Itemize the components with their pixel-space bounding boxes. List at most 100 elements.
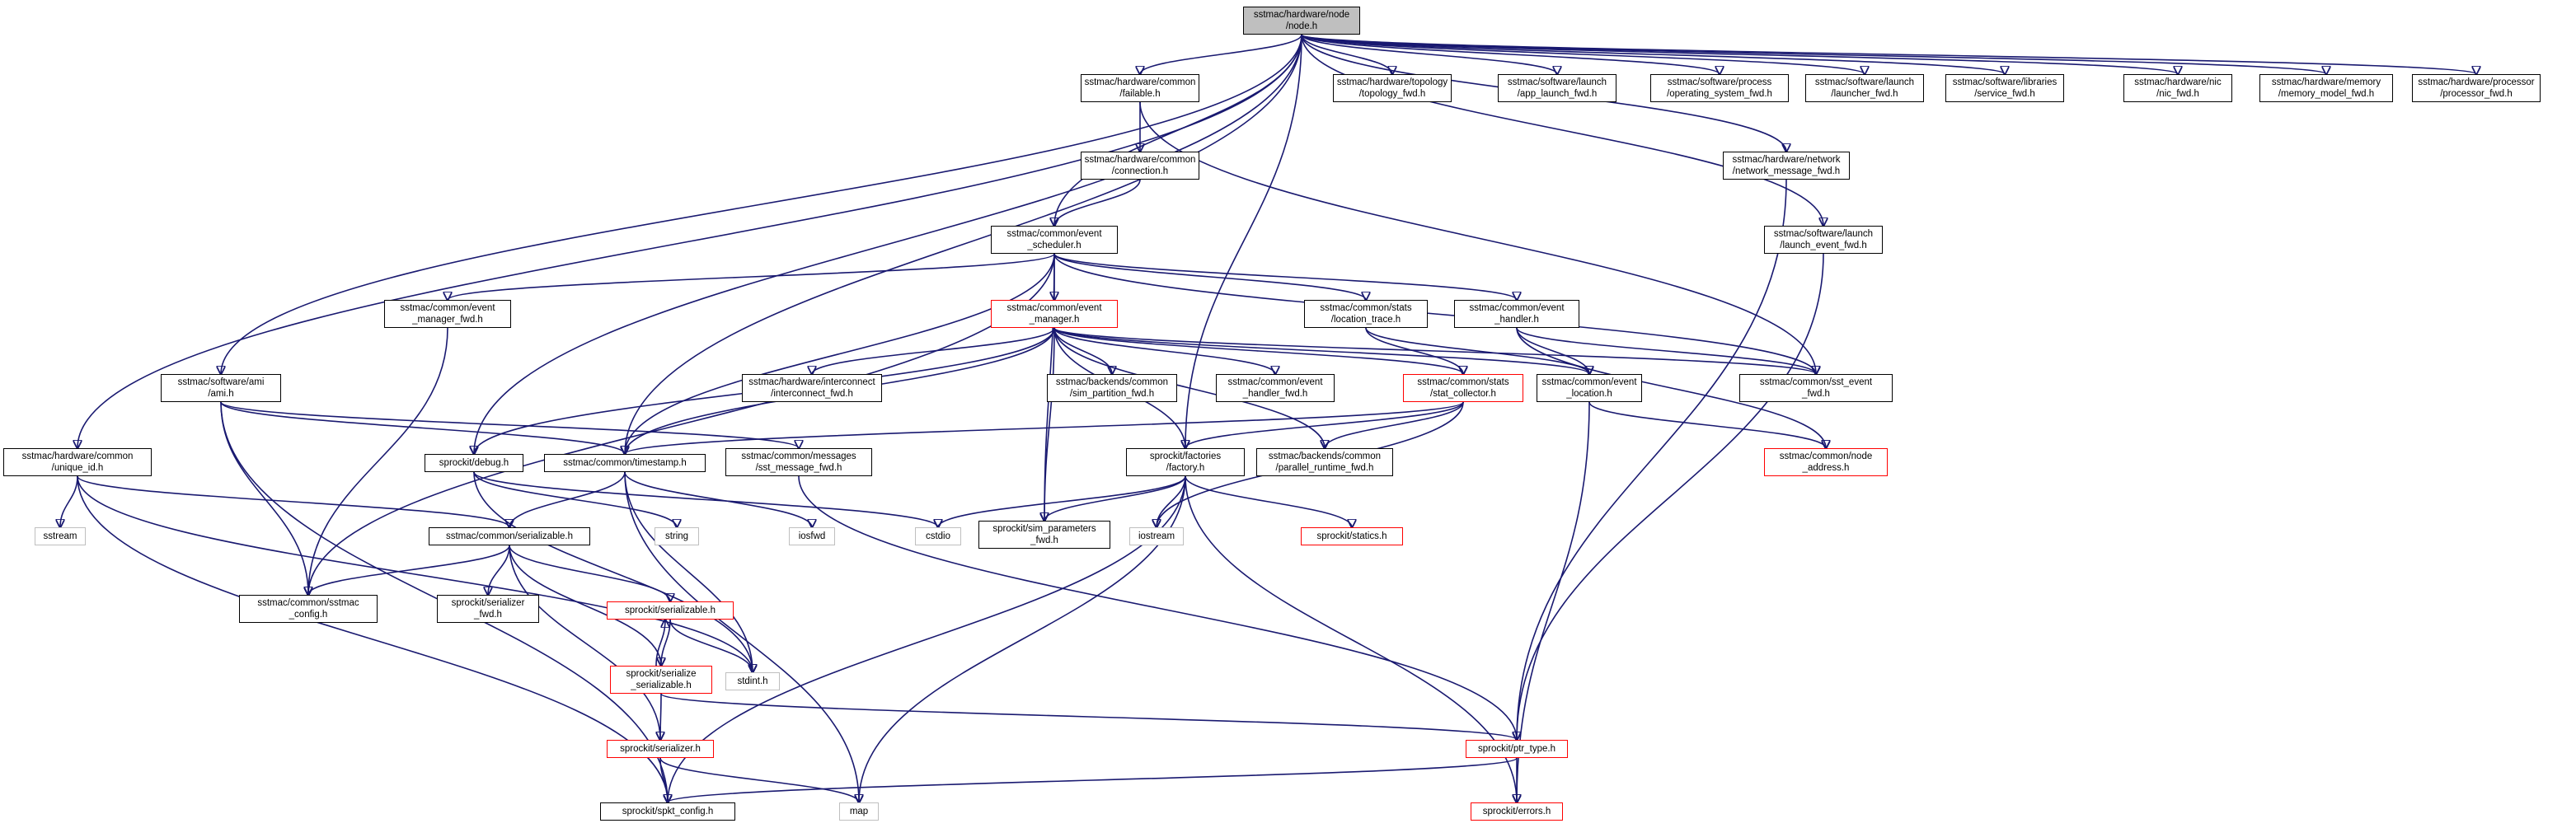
node-iosfwd[interactable]: iosfwd [789, 527, 835, 545]
node-timestamp-h[interactable]: sstmac/common/timestamp.h [544, 454, 706, 472]
edge-event-scheduler-h-to-event-manager-fwd-h [448, 253, 1055, 300]
node-unique-id-h[interactable]: sstmac/hardware/common/unique_id.h [3, 448, 152, 476]
edge-event-manager-h-to-sim-parameters-fwd-h [1044, 327, 1055, 521]
node-location-trace-h-line2: /location_trace.h [1330, 315, 1401, 325]
node-nic-fwd-h[interactable]: sstmac/hardware/nic/nic_fwd.h [2123, 74, 2232, 102]
node-event-scheduler-h[interactable]: sstmac/common/event_scheduler.h [991, 226, 1118, 254]
node-processor-fwd-h-line1: sstmac/hardware/processor [2418, 77, 2535, 87]
node-cstdio[interactable]: cstdio [915, 527, 961, 545]
node-network-message-fwd-h[interactable]: sstmac/hardware/network/network_message_… [1723, 152, 1850, 180]
edge-location-trace-h-to-event-location-h [1365, 327, 1589, 374]
node-launcher-fwd-h[interactable]: sstmac/software/launch/launcher_fwd.h [1805, 74, 1924, 102]
node-string[interactable]: string [655, 527, 699, 545]
node-topology-fwd-h[interactable]: sstmac/hardware/topology/topology_fwd.h [1333, 74, 1452, 102]
node-sstream[interactable]: sstream [35, 527, 86, 545]
node-sst-message-fwd-h[interactable]: sstmac/common/messages/sst_message_fwd.h [725, 448, 872, 476]
edge-serializable-h-to-sp-serializable-h [509, 545, 670, 601]
node-spkt-config-h[interactable]: sprockit/spkt_config.h [600, 802, 735, 821]
node-node-h-line2: /node.h [1285, 21, 1318, 31]
node-operating-system-fwd-h[interactable]: sstmac/software/process/operating_system… [1650, 74, 1789, 102]
node-timestamp-h-line1: sstmac/common/timestamp.h [563, 458, 687, 468]
node-memory-model-fwd-h-line2: /memory_model_fwd.h [2278, 89, 2375, 99]
node-sst-message-fwd-h-line1: sstmac/common/messages [741, 451, 856, 461]
node-ptr-type-h[interactable]: sprockit/ptr_type.h [1466, 740, 1568, 758]
node-map[interactable]: map [839, 802, 879, 821]
edge-serializable-h-to-serializer-fwd-h [488, 545, 510, 595]
edge-timestamp-h-to-serializable-h [509, 471, 626, 527]
node-stdint-h-line1: stdint.h [737, 676, 768, 686]
node-serializable-h[interactable]: sstmac/common/serializable.h [429, 527, 590, 545]
node-stat-collector-h[interactable]: sstmac/common/stats/stat_collector.h [1403, 374, 1523, 402]
edge-debug-h-to-string [473, 471, 677, 527]
node-event-handler-h[interactable]: sstmac/common/event_handler.h [1454, 300, 1579, 328]
edge-node-h-to-failable-h [1140, 34, 1302, 74]
node-failable-h[interactable]: sstmac/hardware/common/failable.h [1081, 74, 1199, 102]
node-event-manager-fwd-h-line2: _manager_fwd.h [412, 315, 483, 325]
node-launch-event-fwd-h-line1: sstmac/software/launch [1773, 229, 1874, 239]
edge-event-handler-h-to-node-address-h [1516, 327, 1826, 448]
node-sim-partition-fwd-h-line1: sstmac/backends/common [1055, 377, 1169, 387]
node-sim-partition-fwd-h[interactable]: sstmac/backends/common/sim_partition_fwd… [1047, 374, 1177, 402]
node-debug-h[interactable]: sprockit/debug.h [425, 454, 523, 472]
edge-event-location-h-to-node-address-h [1588, 401, 1826, 448]
node-stdint-h[interactable]: stdint.h [725, 672, 780, 690]
node-stat-collector-h-line1: sstmac/common/stats [1417, 377, 1509, 387]
node-network-message-fwd-h-line1: sstmac/hardware/network [1732, 155, 1841, 165]
node-unique-id-h-line1: sstmac/hardware/common [21, 451, 134, 461]
node-statics-h[interactable]: sprockit/statics.h [1301, 527, 1403, 545]
node-serializer-fwd-h[interactable]: sprockit/serializer_fwd.h [437, 595, 539, 623]
node-interconnect-fwd-h-line1: sstmac/hardware/interconnect [748, 377, 875, 387]
node-factory-h[interactable]: sprockit/factories/factory.h [1126, 448, 1245, 476]
edge-event-manager-h-to-interconnect-fwd-h [812, 327, 1055, 374]
edge-event-handler-h-to-sst-event-fwd-h [1516, 327, 1816, 374]
node-topology-fwd-h-line2: /topology_fwd.h [1358, 89, 1426, 99]
edge-factory-h-to-statics-h [1185, 475, 1352, 527]
node-location-trace-h[interactable]: sstmac/common/stats/location_trace.h [1304, 300, 1428, 328]
node-event-manager-h[interactable]: sstmac/common/event_manager.h [991, 300, 1118, 328]
edge-serializable-h-to-serialize-serializable-h [509, 545, 661, 666]
node-node-address-h[interactable]: sstmac/common/node_address.h [1764, 448, 1888, 476]
node-serialize-serializable-h[interactable]: sprockit/serialize_serializable.h [610, 666, 712, 694]
node-sstream-line1: sstream [43, 531, 77, 541]
node-sim-parameters-fwd-h[interactable]: sprockit/sim_parameters_fwd.h [978, 521, 1110, 549]
edge-serializable-h-to-serializer-h [509, 545, 660, 740]
node-event-manager-fwd-h[interactable]: sstmac/common/event_manager_fwd.h [384, 300, 511, 328]
node-errors-h[interactable]: sprockit/errors.h [1471, 802, 1563, 821]
node-serializer-h[interactable]: sprockit/serializer.h [607, 740, 714, 758]
node-launcher-fwd-h-line2: /launcher_fwd.h [1831, 89, 1898, 99]
node-ami-h[interactable]: sstmac/software/ami/ami.h [161, 374, 281, 402]
node-processor-fwd-h[interactable]: sstmac/hardware/processor/processor_fwd.… [2412, 74, 2541, 102]
edge-ami-h-to-sstmac-config-h [220, 401, 308, 595]
edge-timestamp-h-to-stdint-h [624, 471, 753, 672]
edge-node-h-to-processor-fwd-h [1301, 34, 2476, 74]
edge-debug-h-to-cstdio [473, 471, 938, 527]
node-sp-serializable-h[interactable]: sprockit/serializable.h [607, 601, 734, 620]
node-interconnect-fwd-h[interactable]: sstmac/hardware/interconnect/interconnec… [742, 374, 882, 402]
edge-sst-message-fwd-h-to-ptr-type-h [798, 475, 1517, 740]
node-stat-collector-h-line2: /stat_collector.h [1430, 389, 1496, 399]
edge-node-h-to-launcher-fwd-h [1301, 34, 1865, 74]
node-ptr-type-h-line1: sprockit/ptr_type.h [1478, 744, 1555, 754]
edge-connection-h-to-event-scheduler-h [1054, 179, 1141, 226]
node-node-h[interactable]: sstmac/hardware/node/node.h [1243, 7, 1360, 35]
edge-ptr-type-h-to-spkt-config-h [668, 757, 1518, 802]
edge-event-manager-h-to-sim-partition-fwd-h [1053, 327, 1112, 374]
node-iostream[interactable]: iostream [1129, 527, 1184, 545]
node-ami-h-line1: sstmac/software/ami [177, 377, 265, 387]
node-event-manager-h-line1: sstmac/common/event [1006, 303, 1102, 313]
node-service-fwd-h[interactable]: sstmac/software/libraries/service_fwd.h [1945, 74, 2064, 102]
node-app-launch-fwd-h[interactable]: sstmac/software/launch/app_launch_fwd.h [1498, 74, 1616, 102]
node-launch-event-fwd-h[interactable]: sstmac/software/launch/launch_event_fwd.… [1764, 226, 1883, 254]
node-connection-h[interactable]: sstmac/hardware/common/connection.h [1081, 152, 1199, 180]
node-event-location-h[interactable]: sstmac/common/event_location.h [1537, 374, 1642, 402]
node-sst-event-fwd-h[interactable]: sstmac/common/sst_event_fwd.h [1739, 374, 1893, 402]
node-parallel-runtime-fwd-h[interactable]: sstmac/backends/common/parallel_runtime_… [1256, 448, 1393, 476]
node-event-handler-fwd-h[interactable]: sstmac/common/event_handler_fwd.h [1216, 374, 1335, 402]
edge-sp-serializable-h-to-serialize-serializable-h [661, 619, 671, 666]
node-event-scheduler-h-line1: sstmac/common/event [1006, 229, 1102, 239]
node-sstmac-config-h[interactable]: sstmac/common/sstmac_config.h [239, 595, 378, 623]
edge-node-h-to-ami-h [221, 34, 1302, 374]
node-topology-fwd-h-line1: sstmac/hardware/topology [1336, 77, 1448, 87]
node-memory-model-fwd-h[interactable]: sstmac/hardware/memory/memory_model_fwd.… [2259, 74, 2393, 102]
